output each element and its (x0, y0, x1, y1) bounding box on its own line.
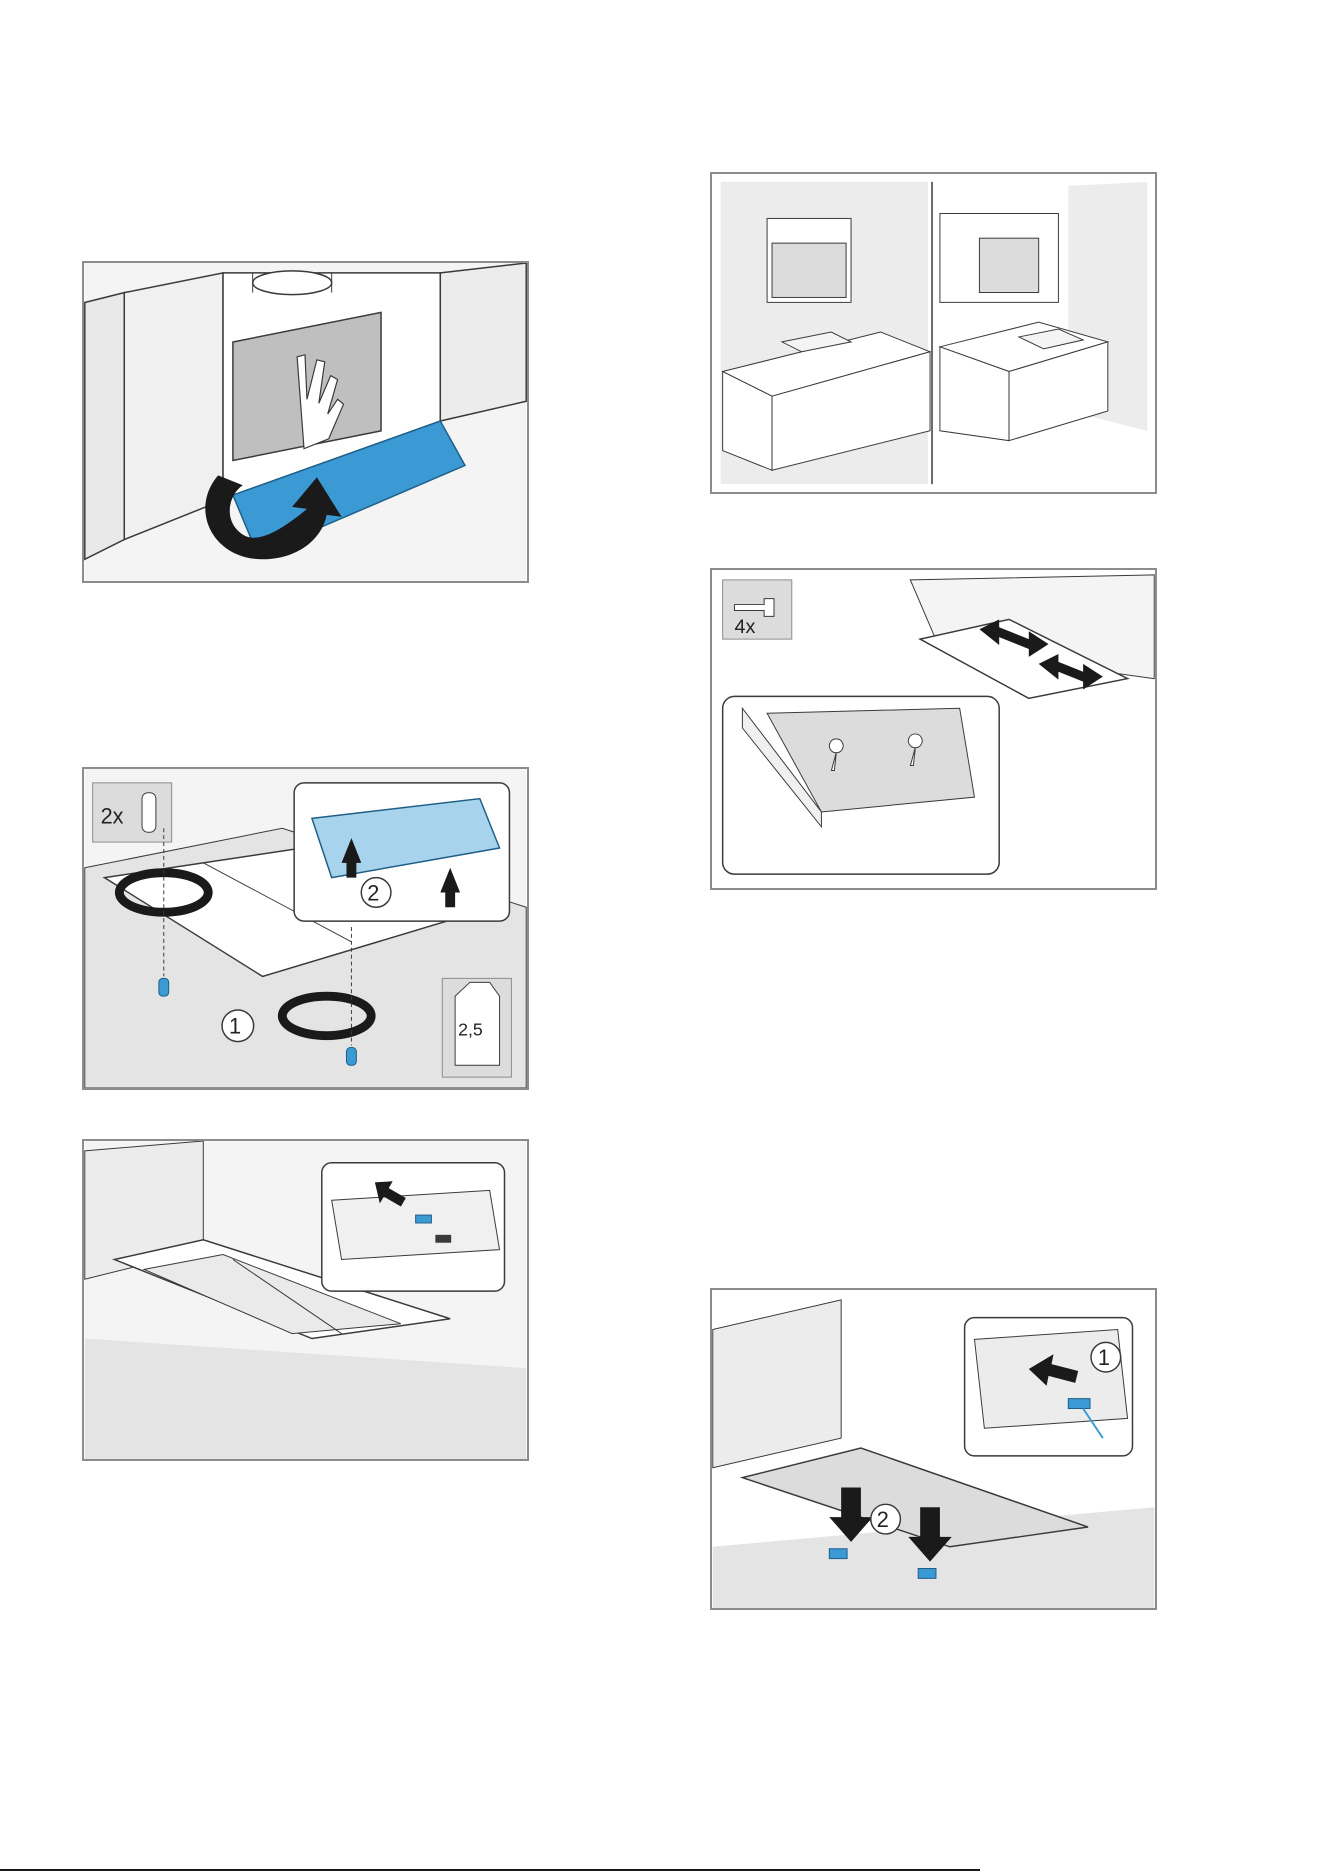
step-1-label: 1 (229, 1014, 241, 1039)
figure-slide-panel (82, 1139, 529, 1461)
illustration-remove-screws: 2x 2 1 2,5 (84, 769, 527, 1088)
illustration-open-panel (84, 263, 527, 581)
screw-icon (346, 1048, 356, 1066)
clip-icon (918, 1568, 936, 1578)
screw-icon (142, 793, 156, 833)
illustration-slide-panel (84, 1141, 527, 1459)
figure-remove-screws: 2x 2 1 2,5 (82, 767, 529, 1090)
quantity-label: 4x (735, 616, 756, 638)
figure-open-panel (82, 261, 529, 583)
illustration-insert-clips: 1 2 (712, 1290, 1155, 1608)
figure-insert-clips: 1 2 (710, 1288, 1157, 1610)
illustration-kitchen-options (712, 174, 1155, 492)
step-1-label: 1 (1098, 1345, 1110, 1370)
screw-icon (159, 978, 169, 996)
figure-kitchen-options (710, 172, 1157, 494)
clip-icon (1068, 1399, 1090, 1409)
clip-icon (829, 1549, 847, 1559)
step-2-label: 2 (877, 1507, 889, 1532)
footer-rule (0, 1869, 980, 1871)
illustration-fix-screws: 4x (712, 570, 1155, 888)
tool-size-label: 2,5 (458, 1020, 483, 1040)
quantity-label: 2x (101, 803, 124, 828)
figure-fix-screws: 4x (710, 568, 1157, 890)
step-2-label: 2 (367, 880, 379, 905)
clip-icon (416, 1215, 432, 1223)
